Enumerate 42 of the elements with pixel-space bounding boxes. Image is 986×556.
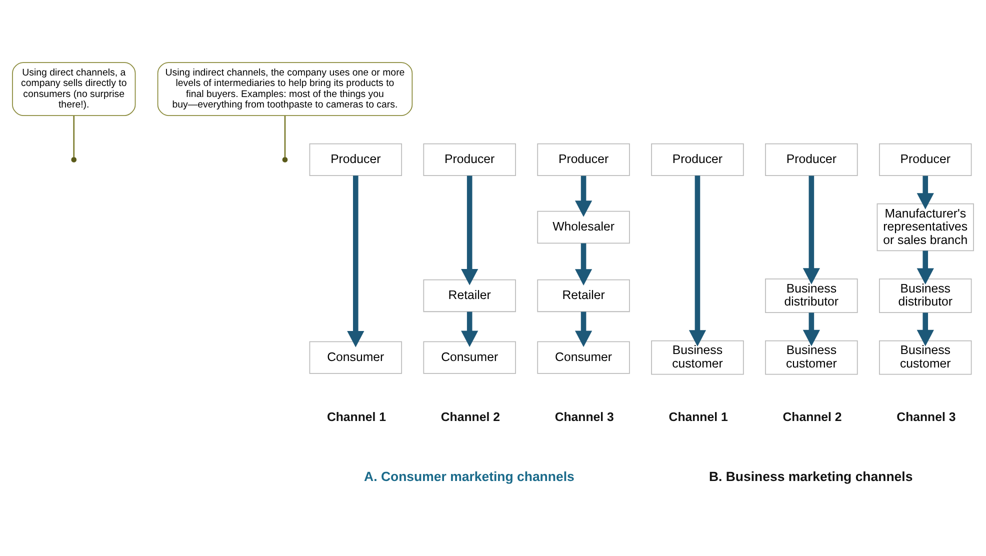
connector — [284, 115, 286, 157]
node-box: Producer — [651, 142, 744, 176]
node-box: Retailer — [537, 278, 630, 312]
arrow — [802, 312, 820, 346]
node-box: Wholesaler — [537, 210, 630, 244]
arrow — [916, 250, 934, 284]
arrow — [574, 311, 592, 347]
arrow — [802, 175, 820, 284]
label: Channel 1 — [326, 409, 386, 424]
arrow — [461, 175, 478, 285]
label: Channel 3 — [896, 409, 956, 424]
node-box: Business customer — [879, 340, 972, 374]
node-box: Consumer — [537, 340, 630, 374]
node-box: Manufacturer's representatives or sales branch — [876, 202, 974, 251]
arrow — [574, 242, 592, 285]
label: Channel 2 — [440, 409, 500, 424]
arrow — [461, 311, 478, 347]
arrow — [574, 175, 592, 216]
node-box: Business distributor — [765, 278, 858, 312]
node-box: Producer — [423, 142, 516, 176]
label: Channel 3 — [554, 409, 614, 424]
label: A. Consumer marketing channels — [364, 468, 574, 484]
node-box: Producer — [879, 142, 972, 176]
node-box: Retailer — [423, 278, 516, 312]
connector — [73, 115, 75, 157]
label: B. Business marketing channels — [708, 468, 913, 484]
node-box: Business customer — [651, 340, 744, 374]
label: Channel 1 — [668, 409, 728, 424]
label: Channel 2 — [782, 409, 842, 424]
arrow — [916, 312, 934, 346]
node-box: Producer — [537, 142, 630, 176]
node-box: Consumer — [309, 340, 402, 374]
node-box: Using indirect channels, the company uses one or more levels of intermediaries to help bring its products to final buyers. Examples: most of the things you buy—everything from toothpaste to cameras to cars. — [157, 62, 413, 116]
node-box: Business distributor — [879, 278, 972, 312]
arrow — [916, 175, 934, 209]
arrow — [347, 175, 364, 347]
node-box: Producer — [765, 142, 858, 176]
arrow — [688, 175, 706, 346]
node-box: Business customer — [765, 340, 858, 374]
node-box: Consumer — [423, 340, 516, 374]
node-box: Producer — [309, 142, 402, 176]
node-box: Using direct channels, a company sells directly to consumers (no surprise there!). — [12, 62, 136, 116]
